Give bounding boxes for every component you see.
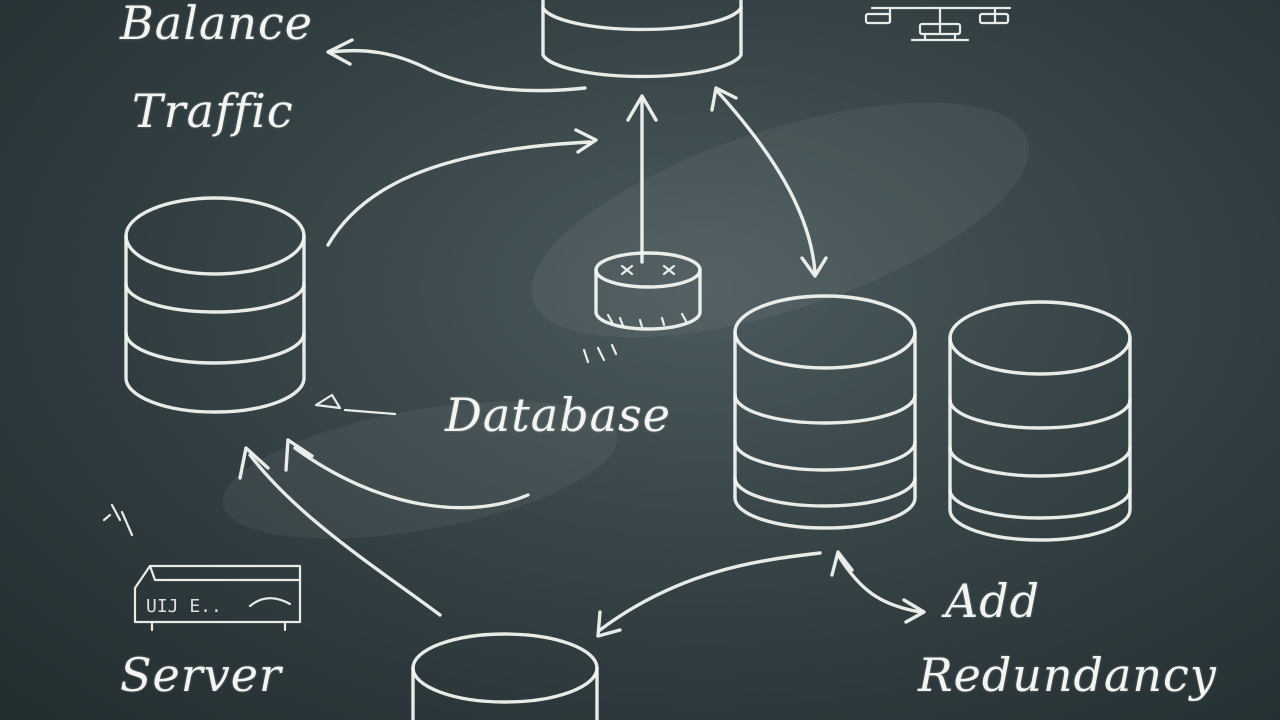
chalk-mark	[582, 343, 618, 364]
database-label: Database	[445, 388, 671, 442]
arrowhead	[326, 38, 354, 66]
chalk-mark	[343, 408, 397, 416]
arrowhead	[830, 550, 854, 577]
arrow-to-balance	[328, 48, 587, 93]
server-label: Server	[120, 648, 282, 702]
chalk-mark	[314, 393, 342, 410]
redundancy-label: Redundancy	[918, 648, 1217, 702]
arrow-mid-to-left-db	[293, 446, 530, 510]
network-icon	[864, 6, 1012, 42]
bottom-database-icon	[411, 632, 599, 720]
left-database-icon	[124, 196, 306, 414]
redundant-database-secondary-icon	[948, 300, 1132, 542]
connection-arrows	[102, 38, 926, 638]
server-device-icon	[133, 564, 302, 632]
arrowhead	[710, 86, 738, 112]
server-device-marking: UIJ E..	[146, 596, 222, 617]
traffic-label: Traffic	[132, 84, 294, 138]
arrowhead	[596, 610, 622, 638]
arrow-top-to-right-db	[716, 90, 817, 274]
arrow-left-db-to-top	[326, 140, 592, 247]
arrowhead	[284, 438, 314, 472]
arrowhead	[238, 446, 270, 480]
router-icon	[594, 251, 702, 331]
add-label: Add	[945, 574, 1041, 628]
chalk-smudge	[531, 102, 1029, 338]
chalk-smudge	[222, 401, 618, 539]
balance-label: Balance	[120, 0, 313, 50]
chalk-mark	[102, 503, 134, 537]
arrowhead	[574, 128, 598, 154]
redundant-database-primary-icon	[733, 294, 917, 530]
arrowhead	[800, 256, 828, 278]
arrow-bottom-to-left-db	[248, 453, 442, 617]
top-database-icon	[541, 0, 743, 79]
arrow-right-db-to-bottom	[598, 551, 822, 632]
arrowhead	[902, 598, 926, 624]
arrow-to-redundancy	[836, 553, 922, 614]
arrowhead	[626, 94, 658, 122]
